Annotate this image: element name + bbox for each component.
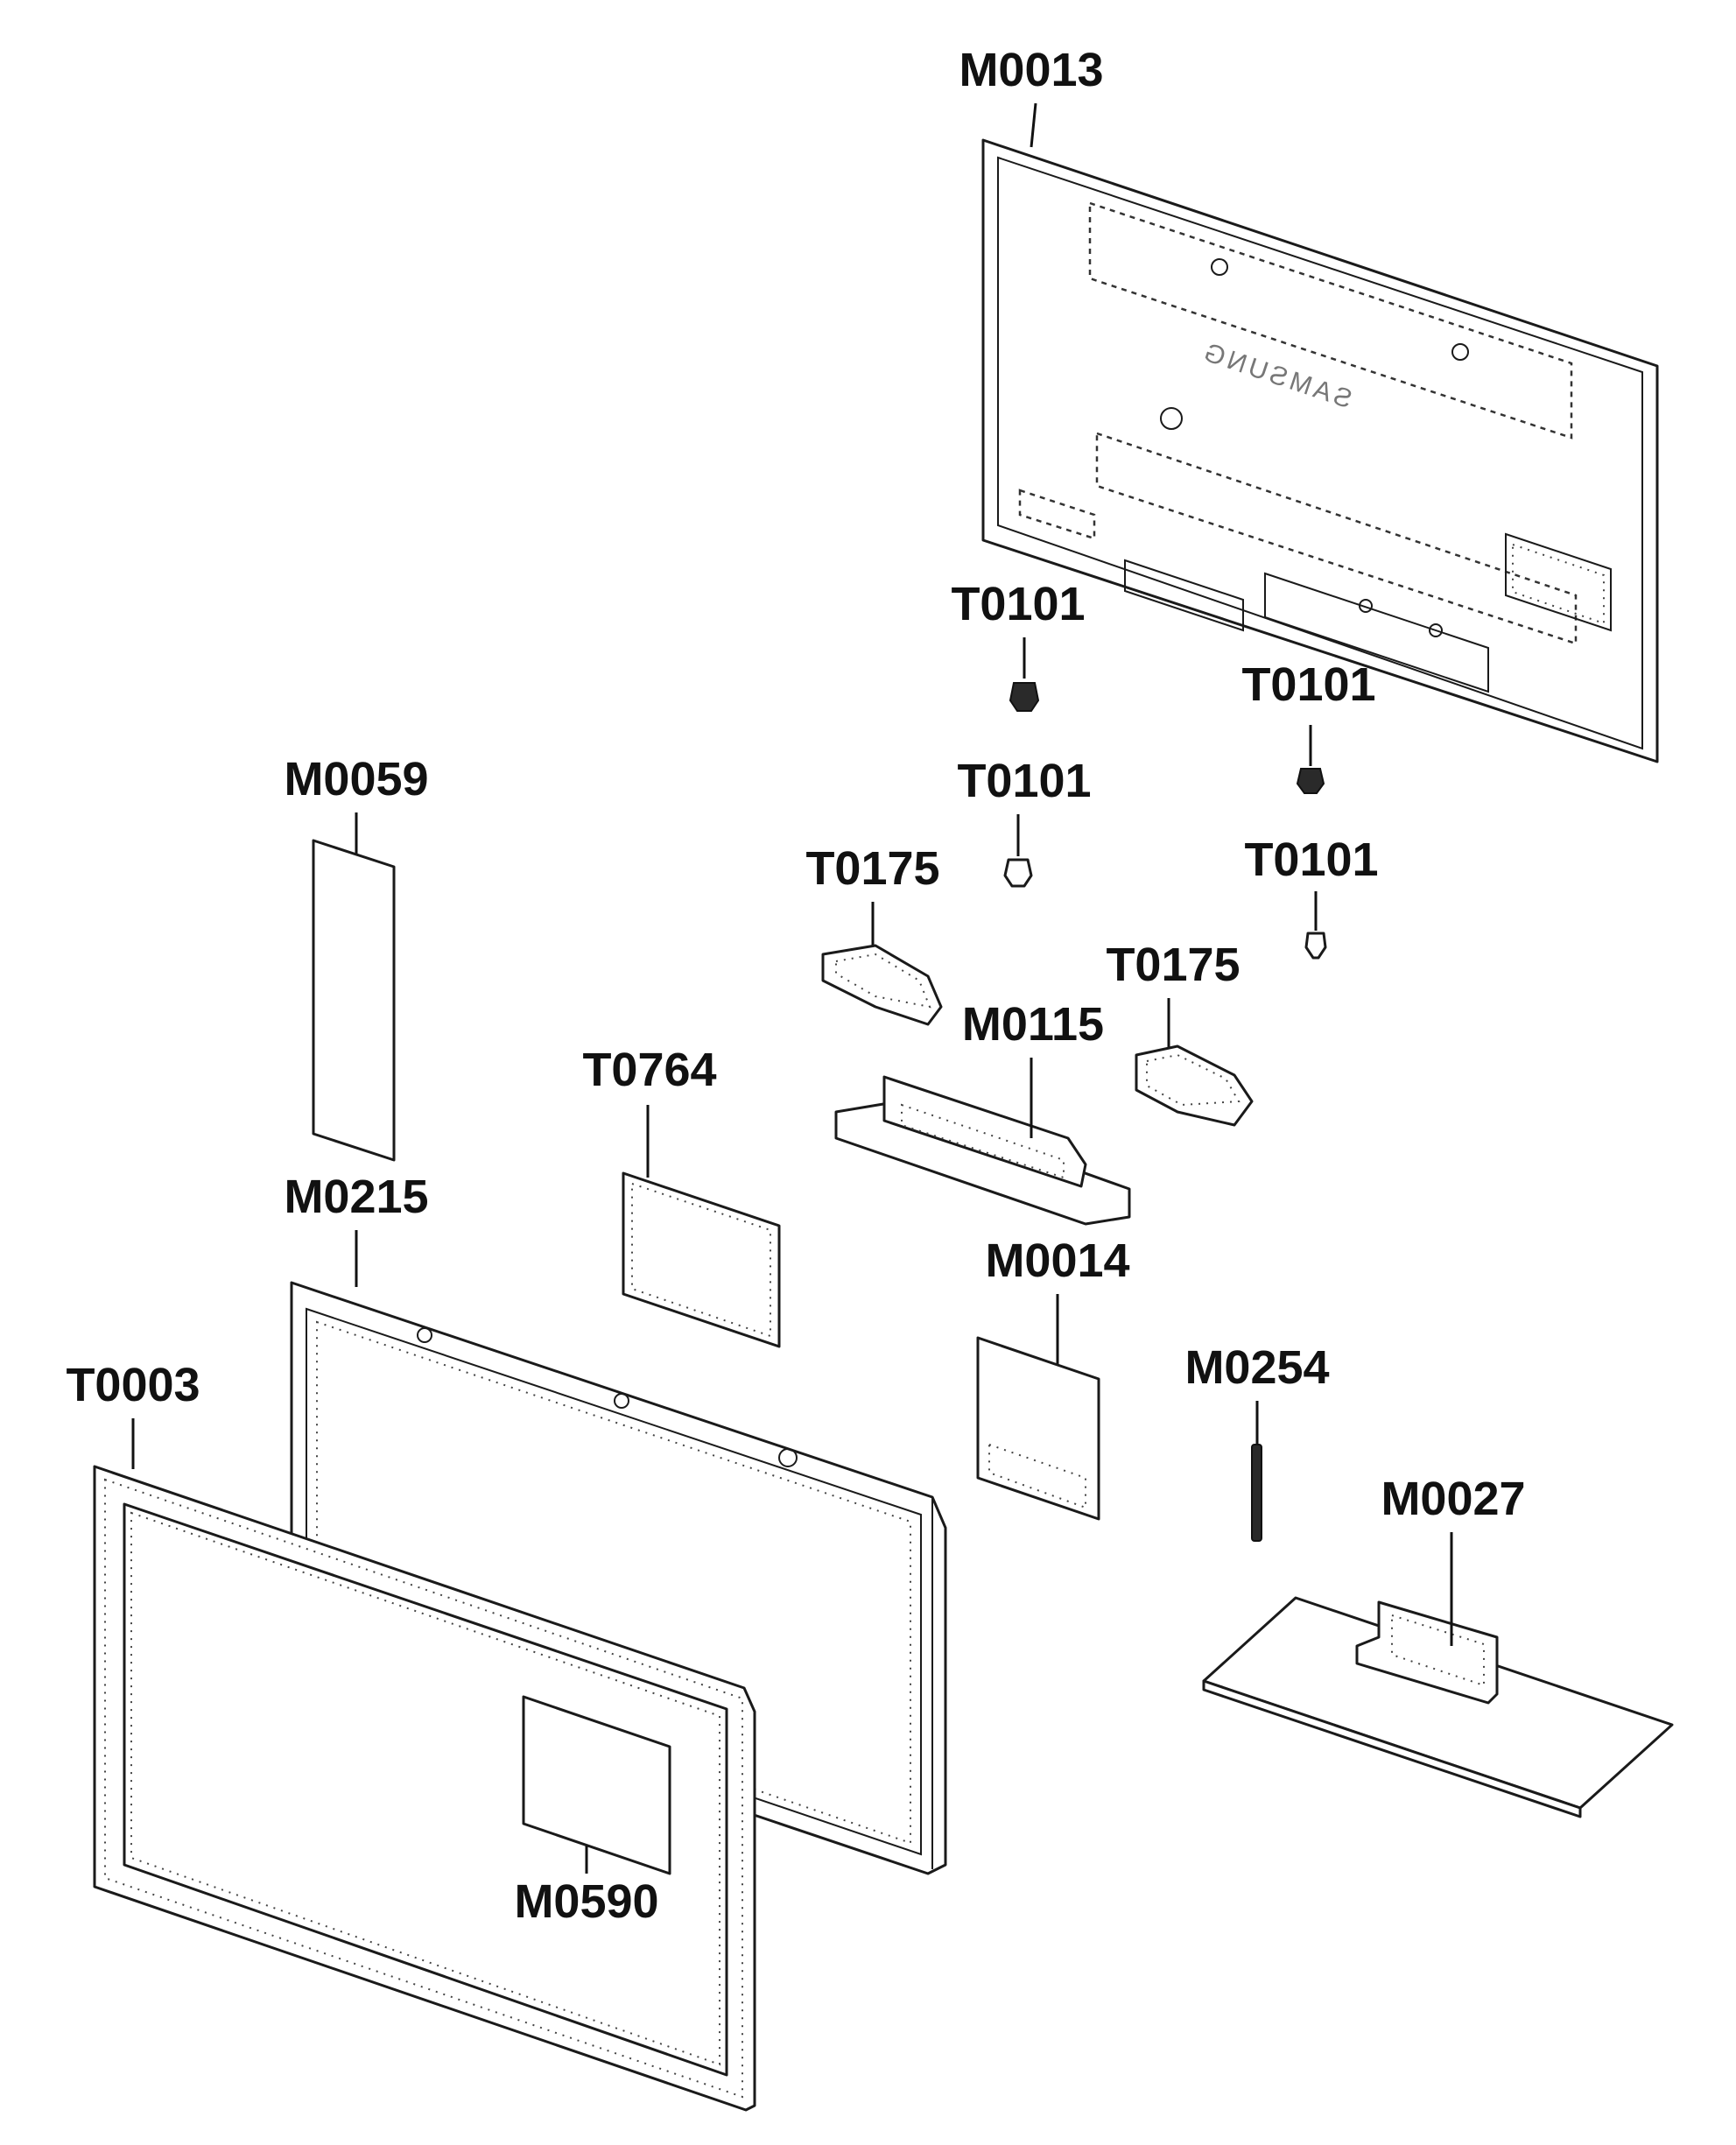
callout-m0027: M0027: [1381, 1473, 1525, 1525]
callout-m0013: M0013: [959, 44, 1103, 96]
callout-m0215: M0215: [284, 1171, 428, 1223]
callout-m0115: M0115: [962, 998, 1104, 1051]
callout-m0059: M0059: [284, 753, 428, 805]
screw-t0101-a[interactable]: [1009, 637, 1040, 712]
circuit-board-t0764[interactable]: [622, 1105, 781, 1348]
callout-t0764: T0764: [582, 1044, 716, 1096]
callout-t0101-d: T0101: [1244, 833, 1378, 886]
front-bezel-t0003[interactable]: [93, 1465, 756, 2112]
bracket-t0175-b[interactable]: [1135, 998, 1254, 1127]
stand-neck-m0115[interactable]: [834, 1058, 1131, 1226]
callout-t0101-b: T0101: [1241, 658, 1375, 711]
callout-t0101-a: T0101: [951, 578, 1085, 630]
sheet-m0590[interactable]: [522, 1695, 671, 1875]
label-sheet-m0059[interactable]: [312, 812, 396, 1162]
screw-m0254[interactable]: [1251, 1401, 1262, 1542]
screw-t0101-b[interactable]: [1296, 725, 1325, 794]
callout-m0014: M0014: [985, 1234, 1129, 1287]
circuit-board-m0014[interactable]: [976, 1294, 1100, 1521]
back-cover-m0013[interactable]: SAMSUNG: [981, 138, 1659, 763]
callout-t0003: T0003: [66, 1359, 200, 1411]
callout-m0590: M0590: [514, 1875, 658, 1928]
callout-t0175-a: T0175: [805, 842, 939, 895]
screw-t0101-d[interactable]: [1304, 891, 1327, 960]
callout-m0254: M0254: [1184, 1341, 1329, 1394]
bracket-t0175-a[interactable]: [821, 902, 943, 1026]
stand-base-m0027[interactable]: [1202, 1532, 1674, 1818]
callout-t0101-c: T0101: [957, 755, 1091, 807]
screw-t0101-c[interactable]: [1003, 814, 1033, 888]
callout-t0175-b: T0175: [1106, 939, 1240, 991]
